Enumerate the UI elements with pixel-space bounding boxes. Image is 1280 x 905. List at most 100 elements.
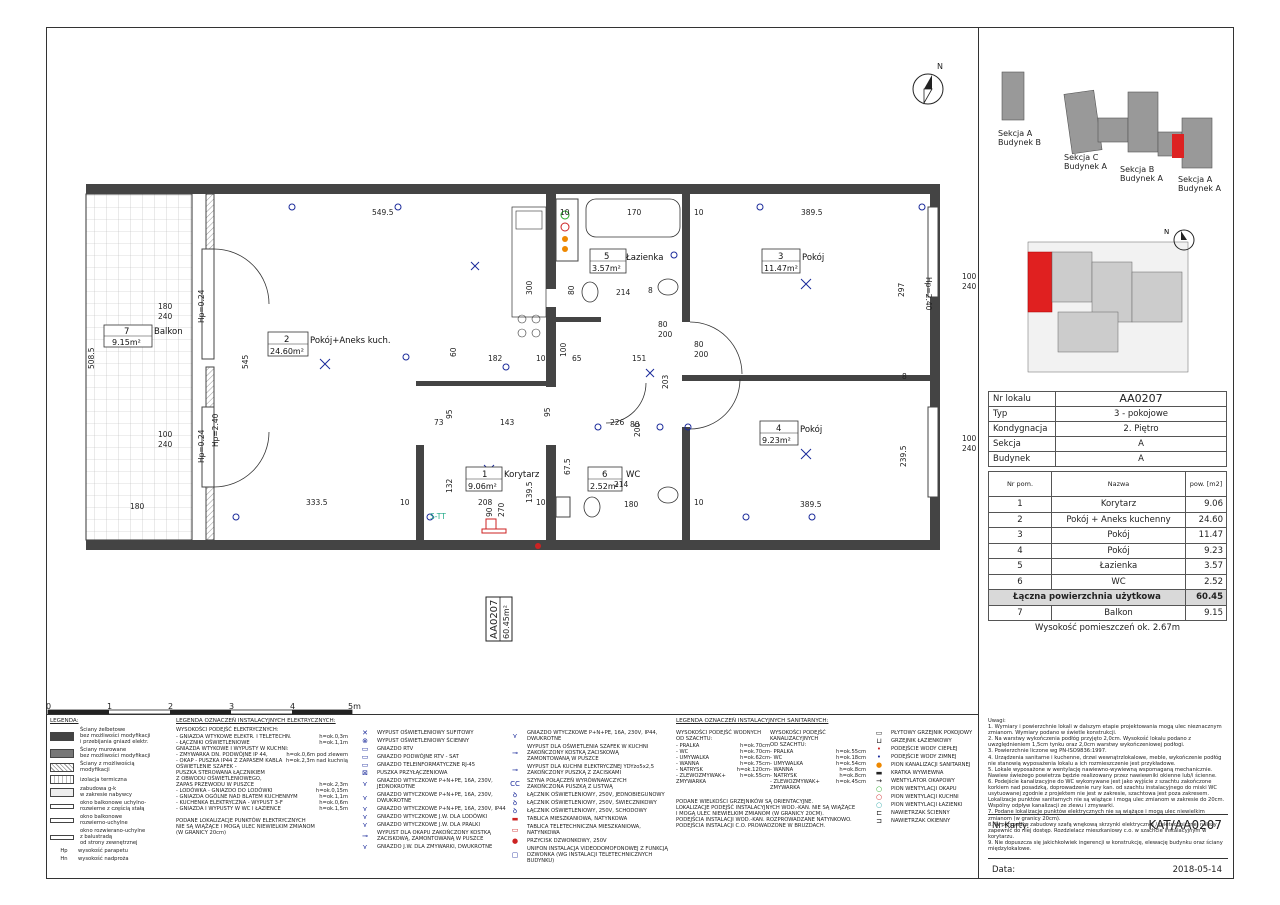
- svg-text:Pokój+Aneks kuch.: Pokój+Aneks kuch.: [310, 335, 391, 346]
- svg-text:1: 1: [482, 470, 487, 480]
- legend-electrical-symbols: ✕WYPUST OŚWIETLENIOWY SUFITOWY ⊗WYPUST O…: [358, 730, 508, 852]
- north-arrow-small-icon: N: [1164, 228, 1195, 251]
- stove-outlet-icon: ⊸: [512, 766, 518, 774]
- stair-switch-icon: ꝺ: [512, 807, 518, 815]
- svg-text:WC: WC: [626, 470, 640, 480]
- svg-text:4: 4: [290, 702, 295, 711]
- unit-tag: AA0207 60.45m²: [485, 596, 513, 642]
- bath-vent-riser-icon: ○: [875, 801, 883, 809]
- legend-line: GNIAZDA WTYKOWE I WYPUSTY W KUCHNI:: [176, 746, 289, 752]
- svg-text:333.5: 333.5: [306, 498, 328, 507]
- svg-text:270: 270: [497, 502, 506, 517]
- ip44-double-socket-icon: ⋎: [512, 732, 518, 740]
- svg-text:549.5: 549.5: [372, 208, 394, 217]
- legend-line: Z OBWODU OŚWIETLENIOWEGO,: [176, 776, 262, 782]
- svg-text:9.23m²: 9.23m²: [762, 436, 791, 445]
- svg-text:Korytarz: Korytarz: [504, 470, 540, 480]
- svg-text:10: 10: [560, 208, 570, 217]
- svg-text:3.57m²: 3.57m²: [592, 264, 621, 273]
- svg-text:208: 208: [478, 498, 493, 507]
- svg-text:Pokój: Pokój: [800, 424, 822, 435]
- legend-line: - ZMYWARKA DN. PODWÓJNE IP 44,h=ok.0,6m …: [176, 752, 348, 758]
- scale-bar: 0 1 2 3 4 5m: [46, 702, 361, 714]
- svg-text:214: 214: [614, 480, 629, 489]
- svg-text:90: 90: [485, 507, 494, 517]
- bathtub: [585, 198, 681, 238]
- unit-location-marker: [1172, 134, 1184, 158]
- svg-text:Hp=0.24: Hp=0.24: [197, 429, 206, 463]
- svg-text:80: 80: [567, 285, 576, 295]
- svg-text:139.5: 139.5: [525, 481, 534, 503]
- svg-text:80: 80: [694, 340, 704, 349]
- svg-text:203: 203: [661, 374, 670, 389]
- panel-radiator-icon: ▭: [875, 729, 883, 737]
- room-label-balkon: 7 Balkon 9.15m²: [103, 324, 183, 348]
- svg-text:100: 100: [559, 342, 568, 357]
- notes: Uwagi: 1. Wymiary i powierzchnie lokali …: [988, 718, 1225, 852]
- legend-line: PUSZKA STEROWANA ŁĄCZNIKIEM: [176, 770, 265, 776]
- svg-text:7: 7: [124, 327, 129, 337]
- svg-text:9.15m²: 9.15m²: [112, 338, 141, 347]
- intercom-icon: ▢: [511, 851, 519, 859]
- svg-text:3: 3: [229, 702, 234, 711]
- svg-text:10: 10: [694, 208, 704, 217]
- svg-text:2.52m²: 2.52m²: [590, 482, 619, 491]
- svg-text:389.5: 389.5: [801, 208, 823, 217]
- svg-text:143: 143: [500, 418, 515, 427]
- svg-text:100: 100: [158, 430, 173, 439]
- svg-text:300: 300: [525, 280, 534, 295]
- north-arrow-icon: N: [912, 62, 944, 105]
- svg-text:170: 170: [627, 208, 642, 217]
- svg-text:Hp=2.40: Hp=2.40: [924, 277, 933, 311]
- kitchen-vent-riser-icon: ○: [875, 793, 883, 801]
- svg-text:239.5: 239.5: [899, 445, 908, 467]
- svg-text:4: 4: [776, 424, 781, 434]
- floor-plan: N: [46, 62, 977, 714]
- svg-text:Pokój: Pokój: [802, 252, 824, 263]
- svg-text:240: 240: [962, 282, 977, 291]
- wall-vent-icon: ⊏: [876, 809, 882, 817]
- svg-text:3: 3: [778, 252, 783, 262]
- svg-text:Hp=0.24: Hp=0.24: [197, 289, 206, 323]
- toilet-bath: [581, 281, 599, 303]
- room-label-pokoj-3: 3 Pokój 11.47m²: [761, 248, 824, 274]
- svg-text:180: 180: [130, 502, 145, 511]
- washbasin-wc: [657, 486, 679, 504]
- fridge-socket-icon: ⋎: [362, 813, 368, 821]
- wall-light-icon: ⊗: [362, 737, 368, 745]
- svg-text:N: N: [1164, 228, 1169, 236]
- card-number: Nr Karty: KAT/AA0207: [988, 814, 1228, 845]
- svg-text:5m: 5m: [348, 702, 361, 711]
- svg-text:10: 10: [400, 498, 410, 507]
- rj45-socket-icon: ▭: [361, 761, 369, 769]
- svg-text:95: 95: [445, 409, 454, 419]
- svg-text:24.60m²: 24.60m²: [270, 347, 304, 356]
- washbasin: [657, 278, 679, 296]
- svg-text:80: 80: [658, 320, 668, 329]
- svg-text:182: 182: [488, 354, 503, 363]
- svg-text:Hp=2.40: Hp=2.40: [211, 413, 220, 447]
- svg-text:151: 151: [632, 354, 647, 363]
- doorbell-icon: [535, 543, 541, 549]
- cold-water-icon: •: [876, 753, 882, 761]
- svg-text:226: 226: [610, 418, 625, 427]
- svg-text:8: 8: [902, 372, 907, 381]
- north-label: N: [937, 62, 943, 71]
- svg-text:80: 80: [630, 420, 640, 429]
- svg-text:1: 1: [107, 702, 112, 711]
- svg-text:S-TT: S-TT: [430, 512, 446, 521]
